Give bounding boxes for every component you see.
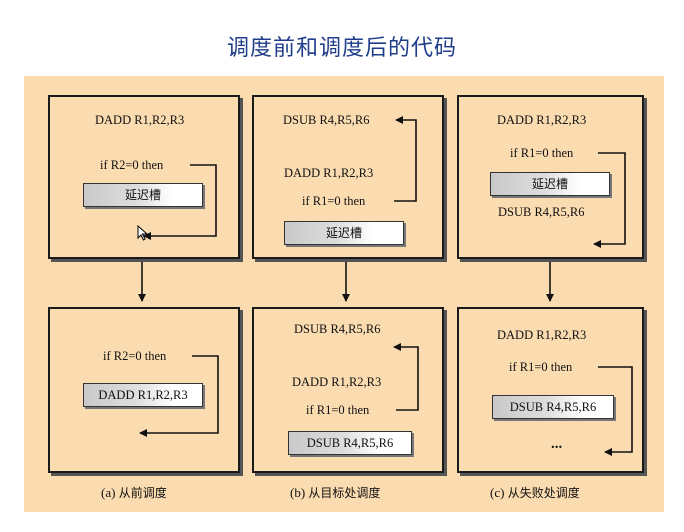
- caption-b-text: 从目标处调度: [308, 486, 381, 500]
- b-after-if: if R1=0 then: [306, 403, 370, 417]
- a-after-if: if R2=0 then: [103, 349, 167, 363]
- caption-a-text: 从前调度: [118, 486, 167, 500]
- b-after-slot-dsub: DSUB R4,R5,R6: [288, 431, 412, 455]
- c-before-dadd: DADD R1,R2,R3: [497, 113, 587, 127]
- c-after-slot-dsub: DSUB R4,R5,R6: [492, 395, 614, 419]
- caption-a-prefix: (a): [101, 485, 116, 500]
- caption-c-prefix: (c): [490, 485, 505, 500]
- a-after-slot-dadd: DADD R1,R2,R3: [83, 383, 203, 407]
- caption-c-text: 从失败处调度: [507, 486, 580, 500]
- b-after-dsub: DSUB R4,R5,R6: [294, 322, 381, 336]
- caption-b-prefix: (b): [290, 485, 306, 500]
- b-before-if: if R1=0 then: [302, 194, 366, 208]
- b-before-dadd: DADD R1,R2,R3: [284, 166, 374, 180]
- c-before-dsub: DSUB R4,R5,R6: [498, 205, 585, 219]
- caption-b: (b) 从目标处调度: [290, 484, 380, 501]
- c-after-ellipsis: ...: [551, 436, 563, 452]
- caption-a: (a) 从前调度: [101, 484, 167, 501]
- c-after-dadd: DADD R1,R2,R3: [497, 328, 587, 342]
- slide-title: 调度前和调度后的代码: [226, 36, 457, 61]
- a-before-delay-slot: 延迟槽: [83, 183, 203, 207]
- a-before-if: if R2=0 then: [100, 158, 164, 172]
- a-before-dadd: DADD R1,R2,R3: [95, 113, 185, 127]
- b-before-delay-slot: 延迟槽: [284, 221, 404, 245]
- c-before-delay-slot: 延迟槽: [490, 172, 610, 196]
- b-before-dsub: DSUB R4,R5,R6: [283, 113, 370, 127]
- b-after-dadd: DADD R1,R2,R3: [292, 375, 382, 389]
- c-after-if: if R1=0 then: [509, 360, 573, 374]
- mouse-cursor-icon: [137, 225, 149, 241]
- caption-c: (c) 从失败处调度: [490, 484, 580, 501]
- c-before-if: if R1=0 then: [510, 146, 574, 160]
